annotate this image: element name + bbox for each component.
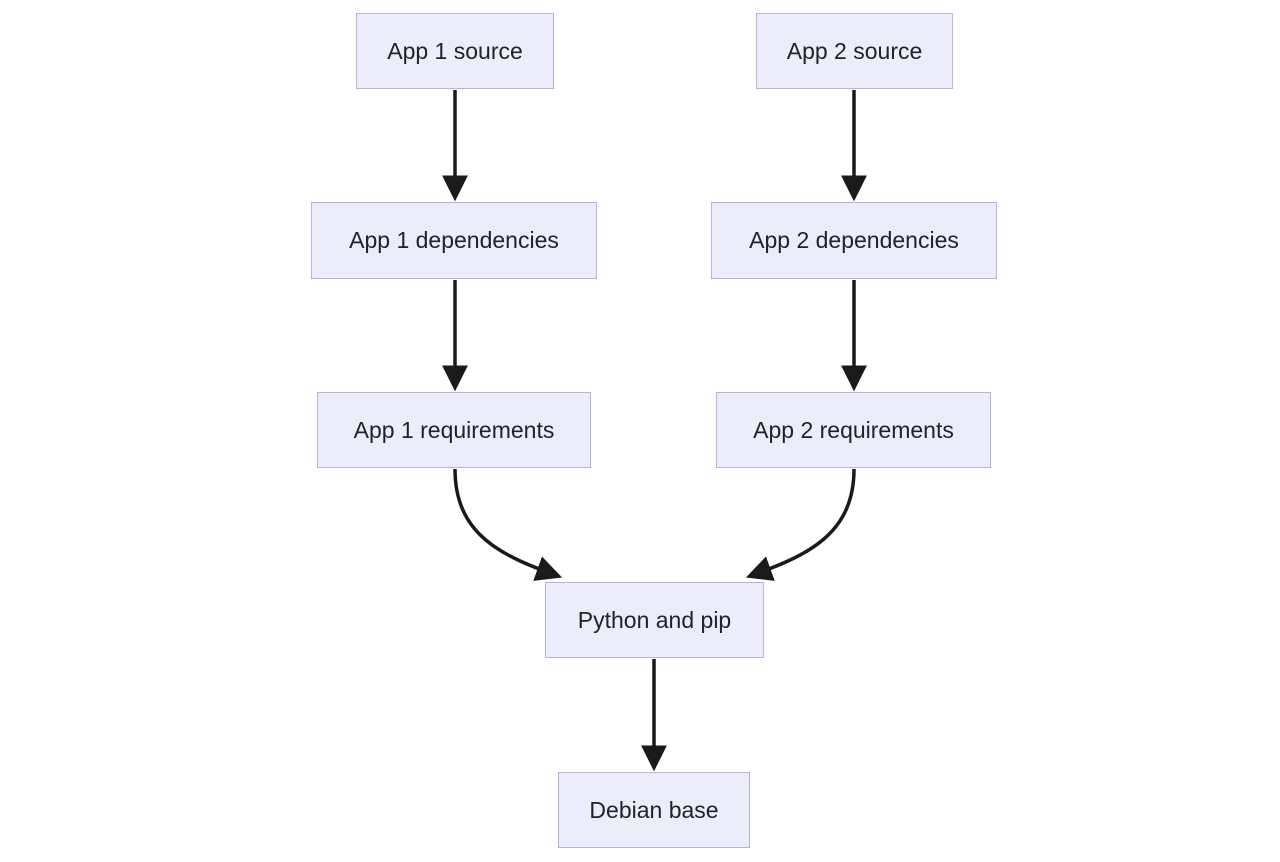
node-python-and-pip: Python and pip [545, 582, 764, 658]
edge-app1-requirements-to-python-pip [453, 468, 563, 581]
node-debian-base: Debian base [558, 772, 750, 848]
node-app-1-dependencies: App 1 dependencies [311, 202, 597, 279]
node-app-2-source: App 2 source [756, 13, 953, 89]
node-app-1-requirements: App 1 requirements [317, 392, 591, 468]
node-app-2-dependencies: App 2 dependencies [711, 202, 997, 279]
node-label: Python and pip [577, 606, 732, 633]
node-label: App 1 dependencies [349, 227, 559, 253]
node-label: App 2 requirements [753, 416, 954, 443]
node-app-1-source: App 1 source [356, 13, 554, 89]
node-label: App 1 requirements [353, 416, 555, 443]
node-label: App 2 dependencies [749, 227, 959, 253]
node-label: App 1 source [387, 37, 523, 64]
node-label: App 2 source [786, 37, 923, 64]
node-label: Debian base [589, 796, 719, 823]
node-app-2-requirements: App 2 requirements [716, 392, 991, 468]
edge-app2-requirements-to-python-pip [745, 468, 856, 581]
